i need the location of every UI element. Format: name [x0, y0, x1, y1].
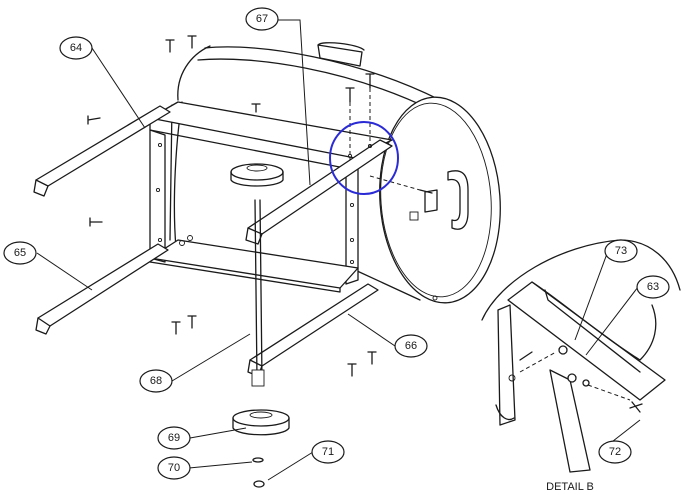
- end-cap: [373, 93, 507, 307]
- caster-69: [233, 410, 289, 435]
- svg-text:70: 70: [168, 462, 180, 474]
- detail-b-view: [482, 240, 680, 472]
- svg-text:68: 68: [150, 375, 162, 387]
- svg-text:66: 66: [405, 340, 417, 352]
- callout-65: 65: [4, 242, 36, 264]
- detail-b-label: DETAIL B: [546, 481, 594, 493]
- leg-66: [248, 284, 378, 376]
- svg-text:72: 72: [609, 446, 621, 458]
- washer-70: [253, 458, 263, 462]
- callout-66: 66: [395, 335, 427, 357]
- leaders: [37, 20, 640, 480]
- callout-71: 71: [312, 441, 344, 463]
- callout-72: 72: [599, 441, 631, 463]
- nut-71: [254, 481, 264, 487]
- svg-text:64: 64: [70, 42, 82, 54]
- svg-text:63: 63: [647, 281, 659, 293]
- top-handle: [318, 43, 364, 66]
- leg-65: [36, 244, 168, 334]
- svg-text:71: 71: [322, 446, 334, 458]
- callout-63: 63: [637, 276, 669, 298]
- caster-upper: [231, 164, 283, 186]
- svg-text:73: 73: [615, 245, 627, 257]
- callout-67: 67: [246, 8, 278, 30]
- callout-69: 69: [158, 427, 190, 449]
- callout-73: 73: [605, 240, 637, 262]
- svg-text:67: 67: [256, 13, 268, 25]
- frame: [150, 102, 392, 292]
- callout-70: 70: [158, 457, 190, 479]
- leg-67: [246, 140, 392, 244]
- callout-64: 64: [60, 37, 92, 59]
- svg-text:65: 65: [14, 247, 26, 259]
- svg-text:69: 69: [168, 432, 180, 444]
- callout-68: 68: [140, 370, 172, 392]
